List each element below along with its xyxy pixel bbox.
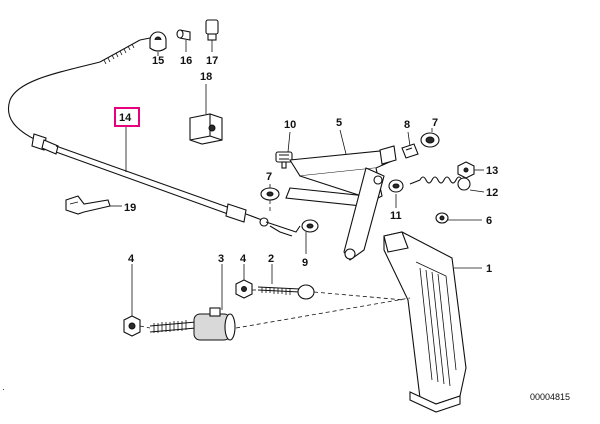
part-7-bushing-upper[interactable] xyxy=(260,187,280,201)
callout-11[interactable]: 11 xyxy=(390,210,402,222)
callout-15[interactable]: 15 xyxy=(152,55,164,67)
callout-14-highlight[interactable]: 14 xyxy=(114,107,140,127)
callout-8[interactable]: 8 xyxy=(404,119,410,131)
callout-12[interactable]: 12 xyxy=(486,187,498,199)
callout-5[interactable]: 5 xyxy=(336,117,342,129)
part-14-throttle-cable[interactable] xyxy=(8,37,269,227)
part-8-bushing[interactable] xyxy=(420,132,440,148)
callout-7-lower[interactable]: 7 xyxy=(432,117,438,129)
callout-16[interactable]: 16 xyxy=(180,55,192,67)
callout-17[interactable]: 17 xyxy=(206,55,218,67)
part-10-screw[interactable] xyxy=(275,151,293,169)
callout-13[interactable]: 13 xyxy=(486,165,498,177)
callout-6[interactable]: 6 xyxy=(486,215,492,227)
assembly-lines xyxy=(139,200,411,329)
callout-2[interactable]: 2 xyxy=(268,253,274,265)
callout-4-right[interactable]: 4 xyxy=(240,253,247,265)
part-12-return-spring[interactable] xyxy=(409,176,471,191)
callout-9[interactable]: 9 xyxy=(302,257,308,269)
part-5-lever-bracket[interactable] xyxy=(285,145,397,261)
part-19-bracket[interactable] xyxy=(65,195,111,215)
part-2-bolt[interactable] xyxy=(257,284,315,300)
part-1-accelerator-pedal[interactable] xyxy=(383,231,467,413)
part-11-bushing[interactable] xyxy=(388,179,404,193)
corner-mark: · xyxy=(2,384,5,394)
part-8-clip[interactable] xyxy=(401,143,419,159)
callouts: 15 16 17 18 19 10 5 8 7 7 13 12 11 6 9 1… xyxy=(114,55,498,275)
callout-3[interactable]: 3 xyxy=(218,253,224,265)
part-18-clip[interactable] xyxy=(189,113,223,145)
leader-lines xyxy=(110,40,485,316)
part-6-washer[interactable] xyxy=(435,212,449,224)
callout-4-left[interactable]: 4 xyxy=(128,253,135,265)
callout-18[interactable]: 18 xyxy=(200,71,212,83)
part-17-bolt[interactable] xyxy=(205,19,219,41)
part-16-pin[interactable] xyxy=(176,29,191,41)
callout-19[interactable]: 19 xyxy=(124,202,136,214)
part-3-adjuster[interactable] xyxy=(149,307,236,341)
linkage-rod xyxy=(265,221,301,237)
reference-number: 00004815 xyxy=(530,392,570,402)
callout-1[interactable]: 1 xyxy=(486,263,492,275)
callout-10[interactable]: 10 xyxy=(284,119,296,131)
callout-7-upper[interactable]: 7 xyxy=(266,171,272,183)
part-7-bushing-lower[interactable] xyxy=(301,219,319,233)
part-4-nut-left[interactable] xyxy=(123,315,141,337)
part-15-grommet[interactable] xyxy=(149,31,167,52)
part-4-nut-right[interactable] xyxy=(235,279,253,299)
callout-14[interactable]: 14 xyxy=(119,112,132,124)
part-13-nut[interactable] xyxy=(457,161,475,179)
